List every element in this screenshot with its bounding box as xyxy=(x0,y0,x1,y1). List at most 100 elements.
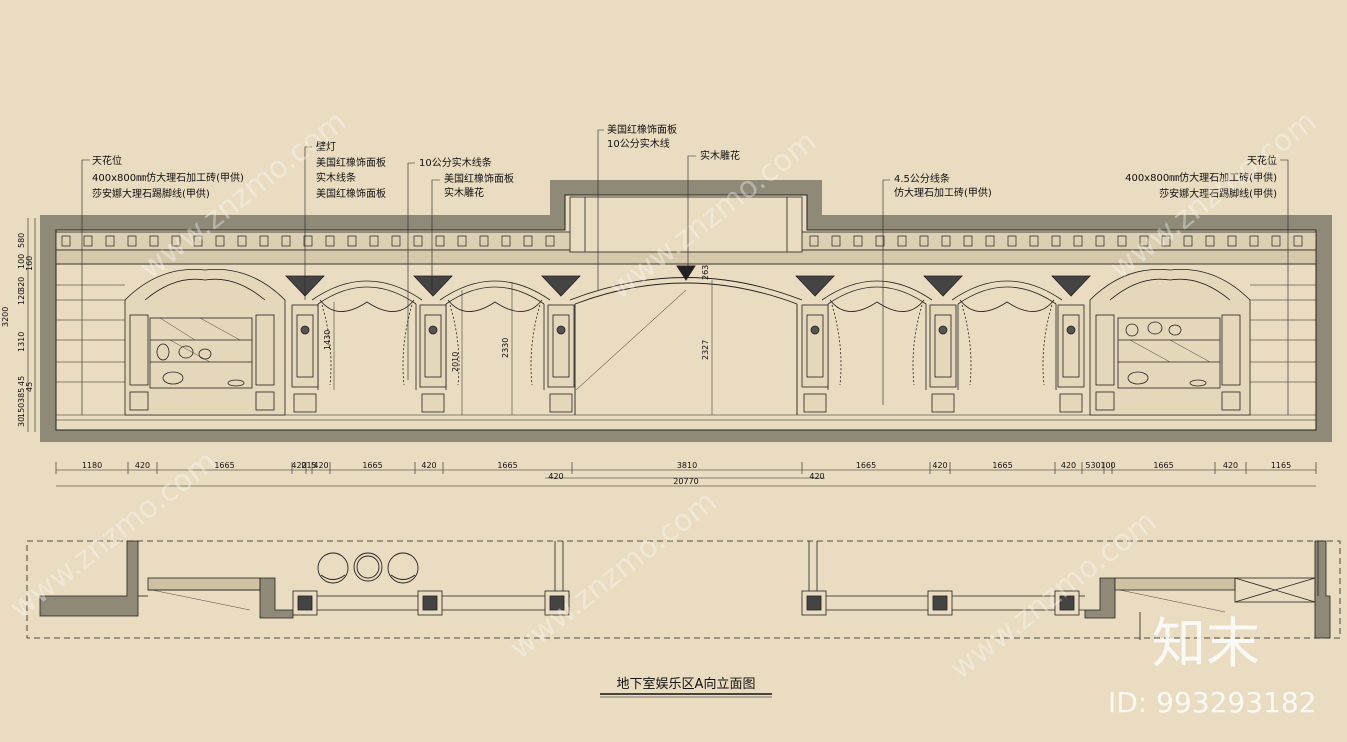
ceiling-dentil xyxy=(501,235,511,247)
annotation-text: 天花位 xyxy=(1247,154,1277,167)
annotation-text: 400x800㎜仿大理石加工砖(甲供) xyxy=(92,171,244,184)
leader-lines xyxy=(81,129,1289,415)
carved-bracket xyxy=(413,275,453,297)
ceiling-dentil xyxy=(281,235,291,247)
ceiling-dentils xyxy=(61,235,1303,247)
plan-columns xyxy=(292,590,1080,616)
dimension-label: 1665 xyxy=(856,461,876,470)
dimension-label: 385 xyxy=(17,388,26,403)
dimension-label: 45 xyxy=(17,376,26,386)
wall-sconce xyxy=(556,325,566,335)
drape-curtain xyxy=(1042,304,1053,386)
inner-dimension-lines xyxy=(333,280,713,415)
ceiling-dentil xyxy=(347,235,357,247)
annotation-right-mid: 4.5公分线条 仿大理石加工砖(甲供) xyxy=(894,172,992,199)
dimension-label: 1665 xyxy=(362,461,382,470)
ceiling-dentil xyxy=(523,235,533,247)
arch-outline xyxy=(439,280,551,301)
annotation-center: 美国红橡饰面板 10公分实木线 实木雕花 xyxy=(607,123,740,162)
dimension-label: 3200 xyxy=(1,307,10,327)
annotation-text: 天花位 xyxy=(92,154,122,167)
dimension-label: 420 xyxy=(1223,461,1238,470)
annotation-text: 壁灯 xyxy=(316,140,336,153)
ceiling-dentil xyxy=(127,235,137,247)
pilaster-base xyxy=(549,393,573,413)
pilaster-inset xyxy=(552,314,570,378)
pilaster-panel xyxy=(801,304,829,388)
ceiling-dentil xyxy=(963,235,973,247)
ceiling-dentil xyxy=(1205,235,1215,247)
ceiling-dentil xyxy=(1271,235,1281,247)
ceiling-dentil xyxy=(1095,235,1105,247)
drape-valance xyxy=(447,299,543,312)
ceiling-dentil xyxy=(1139,235,1149,247)
drape-valance xyxy=(829,299,925,312)
pilaster-inset xyxy=(296,314,314,378)
ceiling-dentil xyxy=(1073,235,1083,247)
pilaster-base xyxy=(293,393,317,413)
ceiling-dentil xyxy=(149,235,159,247)
ceiling-dentil xyxy=(919,235,929,247)
plan-column-core xyxy=(932,595,948,611)
arch-outline xyxy=(821,280,933,301)
ceiling-dentil xyxy=(1161,235,1171,247)
carved-bracket xyxy=(1051,275,1091,297)
brand-logo-text: 知末 xyxy=(1152,612,1260,675)
ceiling-dentil xyxy=(1183,235,1193,247)
wall-sconce xyxy=(428,325,438,335)
left-cabinet xyxy=(124,269,286,416)
drawing-caption: 地下室娱乐区A向立面图 xyxy=(617,676,756,692)
arch-outline xyxy=(311,280,423,301)
dimension-label: 1430 xyxy=(323,330,332,350)
dimension-label: 320 xyxy=(17,277,26,292)
watermark-text: www.znzmo.com xyxy=(503,484,723,666)
drape-valance xyxy=(319,299,415,312)
arch-inner xyxy=(957,286,1057,305)
ceiling-dentil xyxy=(303,235,313,247)
dimension-label: 420 xyxy=(809,472,824,481)
dimension-label: 215 xyxy=(301,461,316,470)
wall-sconce xyxy=(810,325,820,335)
annotation-mid-b: 10公分实木线条 美国红橡饰面板 实木雕花 xyxy=(419,156,514,199)
ceiling-dentil xyxy=(105,235,115,247)
pilasters xyxy=(285,275,1091,413)
ceiling-dentil xyxy=(875,235,885,247)
annotation-text: 莎安娜大理石踢脚线(甲供) xyxy=(1159,187,1277,200)
ceiling-dentil xyxy=(831,235,841,247)
ceiling-dentil xyxy=(193,235,203,247)
dimension-label: 263 xyxy=(701,265,710,280)
drape-valance xyxy=(959,299,1055,312)
drape-curtain xyxy=(961,304,972,386)
bottom-dimension-lines xyxy=(56,469,1316,487)
ceiling-dentil xyxy=(83,235,93,247)
annotation-text: 莎安娜大理石踢脚线(甲供) xyxy=(92,187,210,200)
dimension-label: 120 xyxy=(17,290,26,305)
drape-curtain xyxy=(912,304,923,386)
dimension-label: 2327 xyxy=(701,340,710,360)
ceiling-dentil xyxy=(171,235,181,247)
dimension-label: 1665 xyxy=(992,461,1012,470)
plan-column-core xyxy=(549,595,565,611)
right-cabinet xyxy=(1089,269,1251,416)
ceiling-dentil xyxy=(545,235,555,247)
pilaster-inset xyxy=(806,314,824,378)
annotation-text: 4.5公分线条 xyxy=(894,172,950,185)
dimension-label: 1165 xyxy=(1271,461,1291,470)
pilaster-inset xyxy=(424,314,442,378)
ceiling-dentil xyxy=(61,235,71,247)
dimension-label: 30 xyxy=(17,417,26,427)
ceiling-dentil xyxy=(1007,235,1017,247)
carved-bracket xyxy=(541,275,581,297)
ceiling-dentil xyxy=(435,235,445,247)
dimension-label: 420 xyxy=(1061,461,1076,470)
annotation-right: 天花位 400x800㎜仿大理石加工砖(甲供) 莎安娜大理石踢脚线(甲供) xyxy=(1125,154,1277,200)
wall-sconce xyxy=(300,325,310,335)
ceiling-dentil xyxy=(897,235,907,247)
ceiling-dentil xyxy=(391,235,401,247)
pilaster-panel xyxy=(929,304,957,388)
dimension-label: 420 xyxy=(313,461,328,470)
arch-inner xyxy=(827,286,927,305)
ceiling-dentil xyxy=(1249,235,1259,247)
